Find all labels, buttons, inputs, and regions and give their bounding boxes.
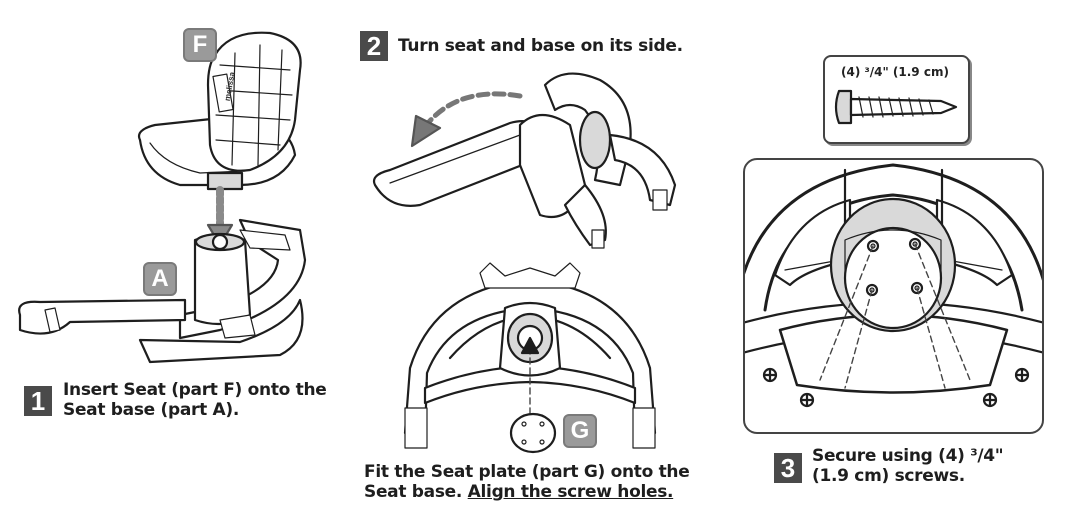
seat-plate-installed-illustration [745,163,1042,408]
rotate-arrow [410,91,523,148]
step-3-line-1: Secure using (4) ³/4" [812,446,1004,466]
step-g-line-2a: Seat base. [364,482,468,502]
part-f-badge: F [183,28,217,62]
seat-part-f-illustration [137,31,302,191]
step-1-caption: Insert Seat (part F) onto the Seat base … [63,380,327,420]
seat-plate-part-g [509,412,557,454]
step-g-line-2: Seat base. Align the screw holes. [364,482,689,502]
step-3-detail-frame [743,158,1044,434]
step-3-caption: Secure using (4) ³/4" (1.9 cm) screws. [812,446,1004,486]
step-g-caption: Fit the Seat plate (part G) onto the Sea… [364,462,690,502]
part-a-badge: A [143,262,177,296]
seat-base-part-a-illustration [18,218,307,364]
step-2-heading: Turn seat and base on its side. [398,36,683,56]
screw-size-label: (4) ³/4" (1.9 cm) [841,65,949,79]
seat-on-side-illustration [372,72,677,249]
step-1-badge: 1 [24,386,52,416]
step-1-line-2: Seat base (part A). [63,400,240,420]
step-3-badge: 3 [774,453,802,483]
align-screw-holes-text: Align the screw holes. [467,482,674,502]
step-1-line-1: Insert Seat (part F) onto the [63,380,327,400]
screw-icon [834,89,958,125]
step-3-line-2: (1.9 cm) screws. [812,466,965,486]
part-g-badge: G [563,414,597,448]
step-g-line-1: Fit the Seat plate (part G) onto the [364,462,690,482]
screw-box: (4) ³/4" (1.9 cm) [823,55,970,144]
step-2-badge: 2 [360,31,388,61]
seat-base-top-view-illustration [403,262,657,449]
